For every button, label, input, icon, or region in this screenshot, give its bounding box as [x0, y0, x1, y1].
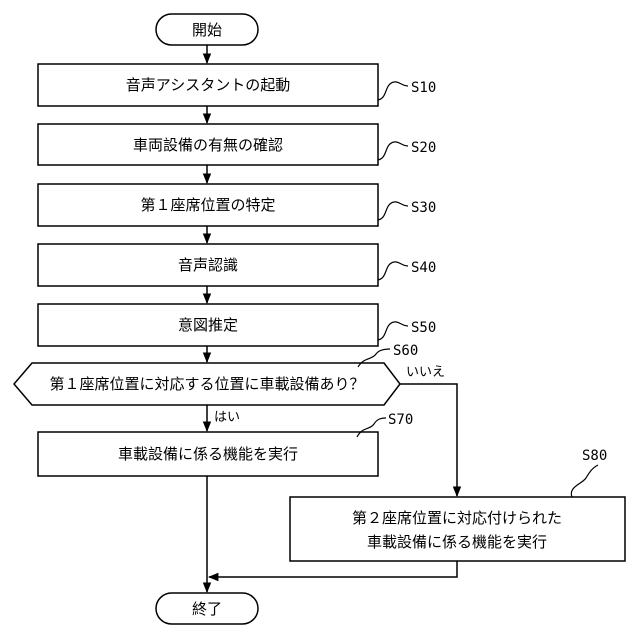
- edge-s60-s80: [400, 384, 457, 496]
- step-label-s10: S10: [411, 80, 436, 96]
- process-s80: 第２座席位置に対応付けられた 車載設備に係る機能を実行: [290, 497, 625, 561]
- process-s30: 第１座席位置の特定: [38, 184, 378, 226]
- decision-s60-label: 第１座席位置に対応する位置に車載設備あり？: [49, 375, 364, 393]
- process-s80-label-line2: 車載設備に係る機能を実行: [367, 533, 547, 551]
- process-s20-label: 車両設備の有無の確認: [133, 136, 283, 154]
- leader-s30: [378, 202, 408, 220]
- leader-s80: [571, 465, 598, 497]
- step-label-s60: S60: [393, 343, 418, 359]
- leader-s10: [378, 82, 408, 100]
- step-label-s30: S30: [411, 200, 436, 216]
- step-label-s40: S40: [411, 260, 436, 276]
- leader-s20: [378, 142, 408, 160]
- step-label-s70: S70: [388, 412, 413, 428]
- edge-s80-merge: [209, 561, 457, 577]
- step-label-s20: S20: [411, 140, 436, 156]
- step-label-s50: S50: [411, 320, 436, 336]
- end-label: 終了: [192, 600, 222, 618]
- process-s70: 車載設備に係る機能を実行: [38, 432, 378, 476]
- step-leaders: [357, 82, 598, 497]
- leader-s40: [378, 262, 408, 280]
- process-s20: 車両設備の有無の確認: [38, 124, 378, 165]
- process-s70-label: 車載設備に係る機能を実行: [118, 445, 298, 463]
- step-label-s80: S80: [582, 448, 607, 464]
- leader-s50: [378, 322, 408, 340]
- process-s80-label-line1: 第２座席位置に対応付けられた: [352, 509, 562, 527]
- process-s40: 音声認識: [38, 244, 378, 286]
- decision-s60: 第１座席位置に対応する位置に車載設備あり？: [14, 363, 400, 405]
- branch-no-label: いいえ: [406, 365, 445, 380]
- process-s10: 音声アシスタントの起動: [38, 64, 378, 106]
- process-s10-label: 音声アシスタントの起動: [126, 76, 290, 94]
- process-s50-label: 意図推定: [178, 316, 238, 334]
- end-terminal: 終了: [156, 593, 258, 624]
- process-s40-label: 音声認識: [178, 256, 238, 274]
- start-terminal: 開始: [156, 14, 258, 45]
- branch-yes-label: はい: [214, 410, 240, 425]
- process-s50: 意図推定: [38, 304, 378, 346]
- process-s30-label: 第１座席位置の特定: [140, 196, 275, 214]
- start-label: 開始: [192, 21, 222, 39]
